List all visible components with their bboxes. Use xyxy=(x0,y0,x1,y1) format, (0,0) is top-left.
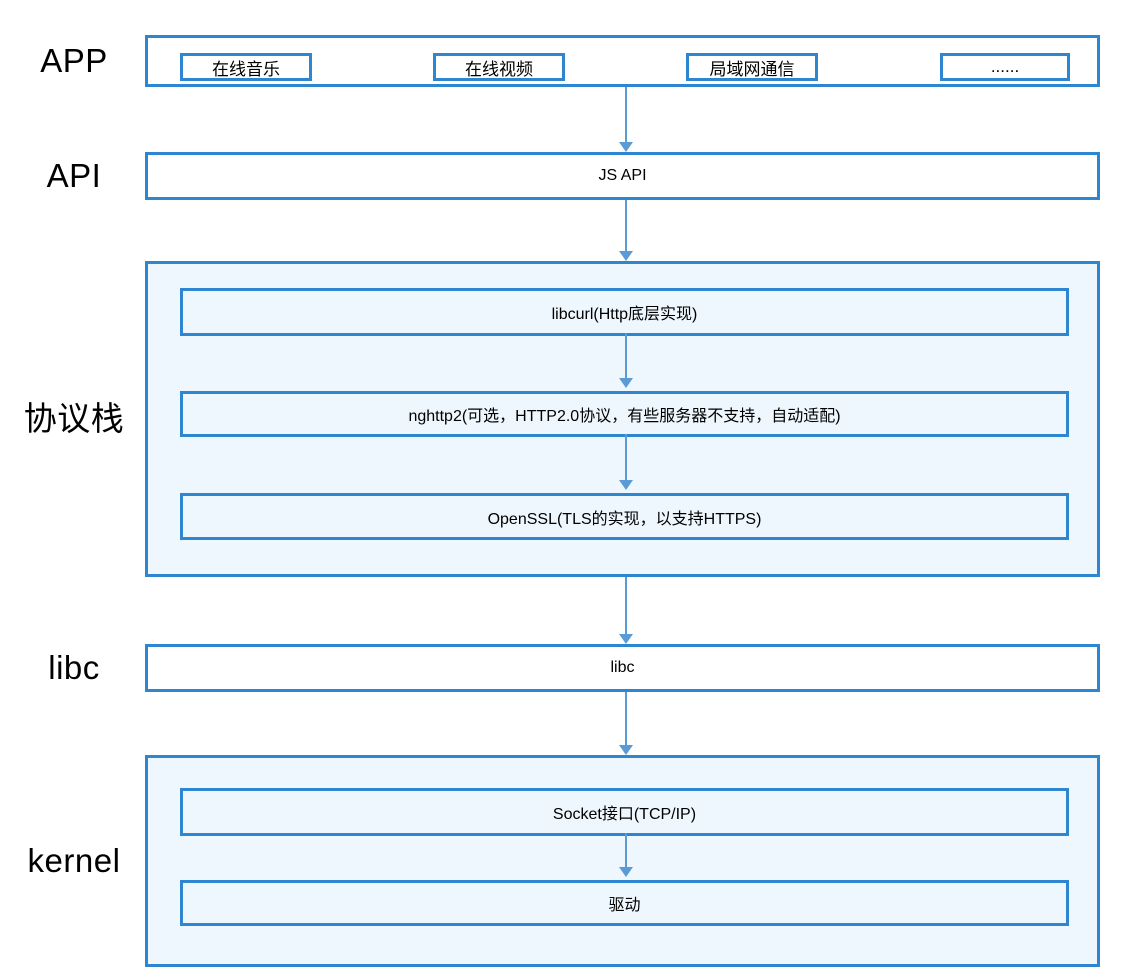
layer-label-app: APP xyxy=(40,42,108,79)
arrow-shaft xyxy=(625,333,627,378)
app-layer-box: 在线音乐 在线视频 局域网通信 ...... xyxy=(145,35,1100,87)
socket-interface-box: Socket接口(TCP/IP) xyxy=(180,788,1069,836)
nghttp2-box: nghttp2(可选，HTTP2.0协议，有些服务器不支持，自动适配) xyxy=(180,391,1069,437)
app-box-ellipsis: ...... xyxy=(940,53,1070,81)
libcurl-box: libcurl(Http底层实现) xyxy=(180,288,1069,336)
arrow-head-icon xyxy=(619,378,633,388)
layer-label-protocol: 协议栈 xyxy=(23,400,125,437)
driver-box: 驱动 xyxy=(180,880,1069,926)
arrow-shaft xyxy=(625,87,627,142)
app-box-online-video: 在线视频 xyxy=(433,53,565,81)
kernel-panel: Socket接口(TCP/IP) 驱动 xyxy=(145,755,1100,967)
arrow-head-icon xyxy=(619,480,633,490)
layer-label-api: API xyxy=(46,157,102,194)
arrow-socket-to-driver xyxy=(619,833,633,877)
arrow-api-to-protocol xyxy=(619,200,633,261)
arrow-head-icon xyxy=(619,745,633,755)
app-box-online-music: 在线音乐 xyxy=(180,53,312,81)
app-box-lan-communication: 局域网通信 xyxy=(686,53,818,81)
arrow-app-to-api xyxy=(619,87,633,152)
layer-label-kernel: kernel xyxy=(27,842,121,879)
arrow-shaft xyxy=(625,692,627,745)
arrow-protocol-to-libc xyxy=(619,577,633,644)
arrow-libcurl-to-nghttp2 xyxy=(619,333,633,388)
arrow-shaft xyxy=(625,434,627,480)
arrow-shaft xyxy=(625,577,627,634)
arrow-shaft xyxy=(625,833,627,867)
arrow-head-icon xyxy=(619,634,633,644)
arrow-nghttp2-to-openssl xyxy=(619,434,633,490)
libc-box: libc xyxy=(145,644,1100,692)
arrow-head-icon xyxy=(619,867,633,877)
arrow-libc-to-kernel xyxy=(619,692,633,755)
arrow-shaft xyxy=(625,200,627,251)
layer-label-libc: libc xyxy=(48,649,100,686)
js-api-box: JS API xyxy=(145,152,1100,200)
arrow-head-icon xyxy=(619,251,633,261)
arrow-head-icon xyxy=(619,142,633,152)
openssl-box: OpenSSL(TLS的实现，以支持HTTPS) xyxy=(180,493,1069,540)
protocol-stack-panel: libcurl(Http底层实现) nghttp2(可选，HTTP2.0协议，有… xyxy=(145,261,1100,577)
